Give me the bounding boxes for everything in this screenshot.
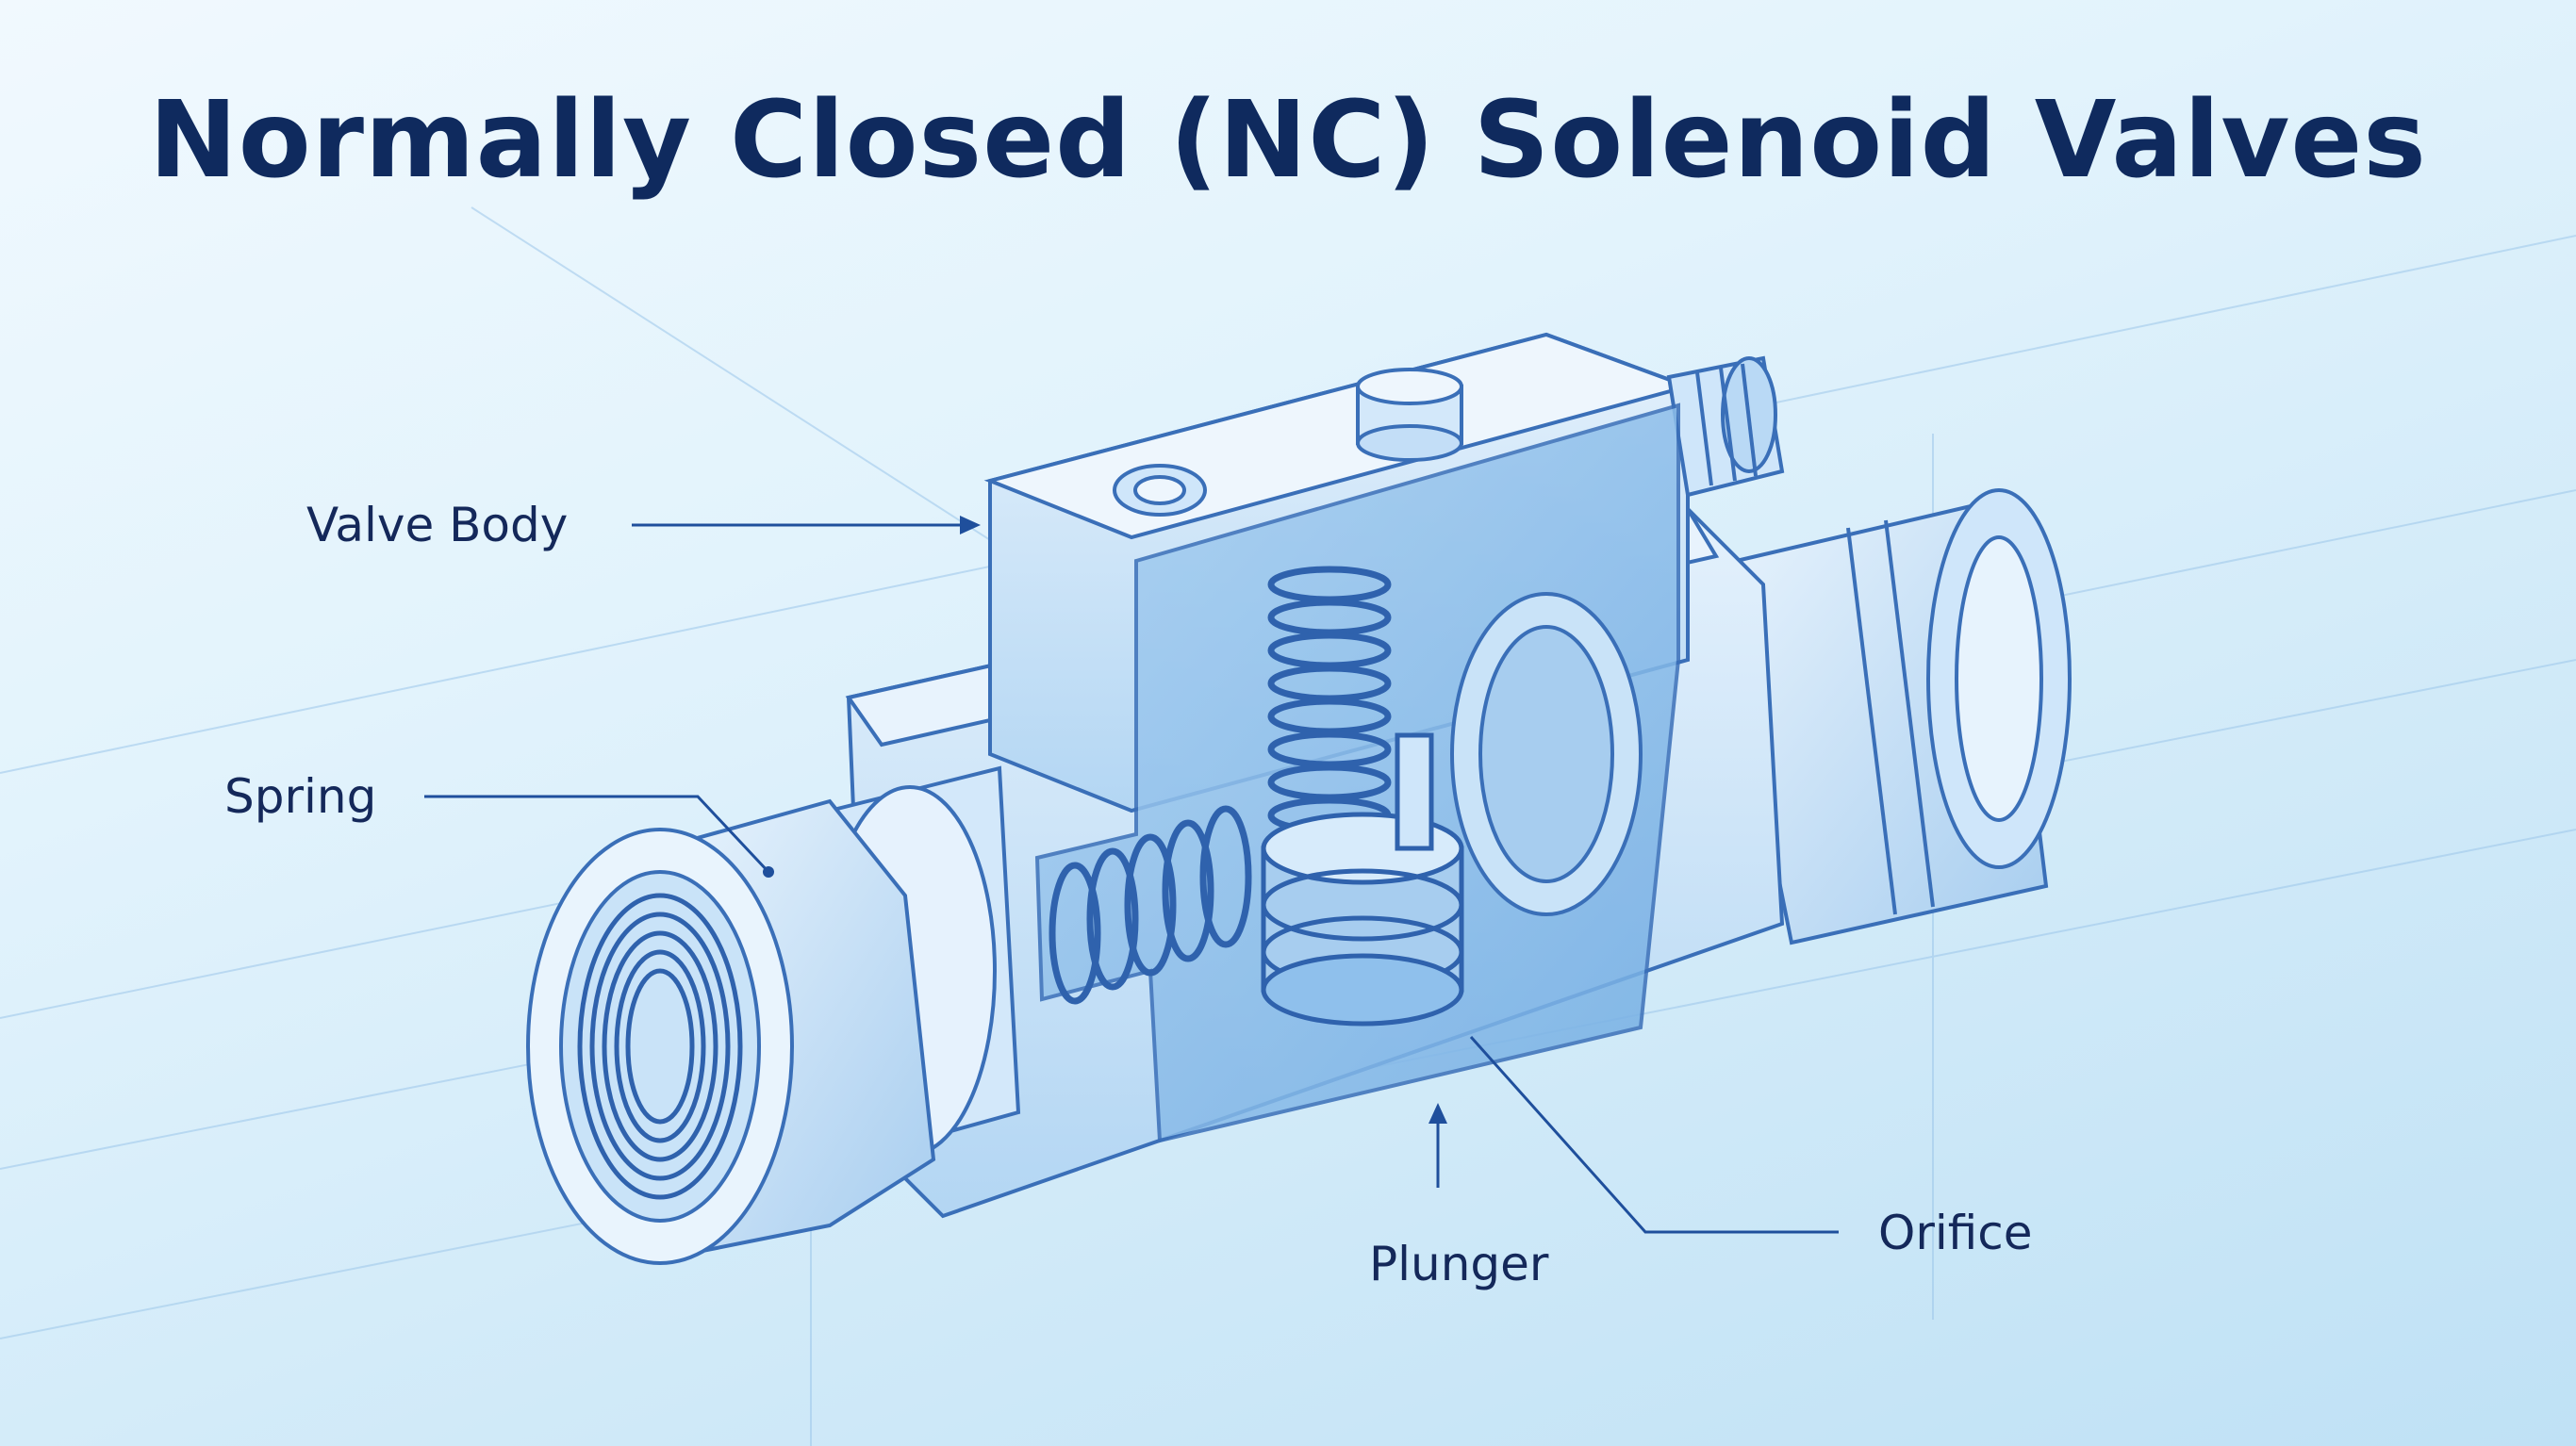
page-title: Normally Closed (NC) Solenoid Valves xyxy=(149,79,2427,202)
top-bolt xyxy=(1356,368,1463,462)
inlet-threads xyxy=(577,893,743,1200)
spring xyxy=(1267,566,1392,834)
side-fitting xyxy=(1666,355,1785,498)
spring-label: Spring xyxy=(224,769,377,824)
plunger xyxy=(1261,732,1464,1027)
plunger-arrowhead xyxy=(1428,1103,1447,1124)
leader-lines xyxy=(424,516,1839,1234)
orifice-label: Orifice xyxy=(1878,1206,2033,1260)
spring-leader-dot xyxy=(763,866,774,878)
orifice-leader xyxy=(1469,1036,1839,1234)
spring-leader xyxy=(424,795,770,874)
outlet-port xyxy=(1713,488,2072,945)
plunger-label: Plunger xyxy=(1369,1237,1549,1291)
horizontal-spring xyxy=(1049,805,1252,1005)
valve-body-arrowhead xyxy=(960,516,981,534)
valve-body-label: Valve Body xyxy=(306,498,569,552)
cutaway-cavity xyxy=(1034,403,1680,1143)
